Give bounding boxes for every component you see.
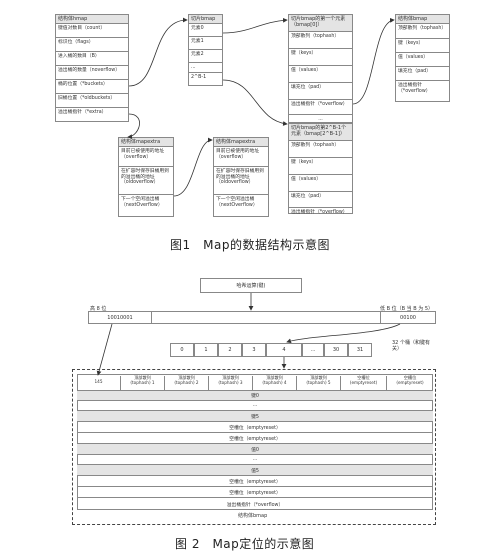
bucket-element: 元素0 (189, 24, 222, 37)
mapextra-title: 结构体mapextra (214, 138, 268, 147)
hmap-field: 溢出桶指针（*extra） (58, 110, 107, 115)
high-bits-label: 高 8 位 (90, 306, 107, 312)
bmap-column: 切片bmap的第一个元素（bmap[0]） 顶部散列（tophash） 键（ke… (288, 14, 353, 215)
arrow-overflow (352, 17, 395, 105)
mapextra-field: 在扩容时保存旧桶用到的溢出桶的地址（oldoverflow） (214, 167, 268, 195)
hmap-field: 桶的位置（*buckets） (56, 80, 128, 94)
bmap-first-title: 切片bmap的第一个元素（bmap[0]） (289, 15, 352, 32)
bmap-row: 值5 (77, 464, 433, 475)
bmap-row: 空槽位（emptyreset） (77, 486, 433, 497)
bucket-index: 1 (194, 343, 218, 357)
tophash-slot: 顶部散列 (tophash) 1 (121, 375, 165, 390)
hash-function-box: 哈希运算(键) (200, 278, 302, 293)
mapextra-field: 目前已被使用的地址（overflow） (214, 147, 268, 167)
located-bmap-footer: 结构体bmap (238, 513, 268, 519)
arrow-element0 (222, 17, 288, 34)
bmap-row: 键5 (77, 410, 433, 421)
bucket-index: 0 (170, 343, 194, 357)
bmap-row: ... (77, 454, 433, 464)
low-bits-value: 00100 (380, 311, 436, 324)
mapextra-field: 下一个空闲溢出桶（nextOverflow） (121, 197, 163, 208)
bmap-field: 顶部散列（tophash） (289, 32, 352, 49)
hmap-field: 标识位（flags） (56, 38, 128, 52)
mapextra-field: 下一个空闲溢出桶（nextOverflow） (216, 197, 258, 208)
arrow-low-bits (286, 323, 401, 344)
hmap-field: 进入桶的数目（B） (56, 52, 128, 66)
mapextra-struct-1: 结构体mapextra 目前已被使用的地址（overflow） 在扩容时保存旧桶… (118, 137, 174, 217)
bmap-field: 顶部散列（tophash） (289, 141, 352, 158)
hmap-field: 旧桶位置（*oldbuckets） (56, 94, 128, 108)
arrow-high-bits (96, 323, 113, 376)
arrow-extra (127, 113, 140, 140)
hash-function-label: 哈希运算(键) (236, 283, 266, 289)
bmap-field: 溢出桶指针（*overflow） (291, 210, 348, 215)
buckets-title: 切片bmap (189, 15, 222, 24)
bmap-row: 键0 (77, 390, 433, 400)
bmap-field: 键（keys） (289, 158, 352, 175)
hmap-title: 结构体hmap (56, 15, 128, 24)
tophash-slot: 顶部散列 (tophash) 3 (209, 375, 253, 390)
bmap-row: 空槽位（emptyreset） (77, 432, 433, 443)
bucket-element: 元素2 (189, 50, 222, 63)
tophash-slot: 顶部散列 (tophash) 5 (297, 375, 341, 390)
bmap-row: 值0 (77, 443, 433, 454)
bucket-index: 3 (242, 343, 266, 357)
tophash-slot: 145 (77, 376, 121, 390)
bucket-index: 2 (218, 343, 242, 357)
bucket-index: 4 (266, 343, 302, 357)
mapextra-field: 目前已被使用的地址（overflow） (119, 147, 173, 167)
bmap-ellipsis: ... (289, 115, 352, 123)
bmap-row: ... (77, 400, 433, 410)
tophash-slot: 空槽位 (emptyreset) (396, 375, 424, 385)
bmap-row: 空槽位（emptyreset） (77, 421, 433, 432)
hmap-field: 溢出桶的数量（noverflow） (56, 66, 128, 80)
bmap-field: 填充位（pad） (289, 83, 352, 100)
bmap-row: 空槽位（emptyreset） (77, 475, 433, 486)
mapextra-title: 结构体mapextra (119, 138, 173, 147)
arrow-mapextra (173, 137, 213, 197)
bmap-field: 填充位（pad） (396, 67, 449, 81)
bucket-index: ... (302, 343, 324, 357)
low-bits-label: 低 B 位（B 当 B 为 5） (380, 306, 434, 312)
bmap-field: 值（values） (289, 175, 352, 192)
bmap-field: 值（values） (289, 66, 352, 83)
bucket-index: 31 (348, 343, 372, 357)
bmap-field: 填充位（pad） (289, 192, 352, 208)
tophash-slot: 顶部散列 (tophash) 2 (165, 375, 209, 390)
tophash-slot: 空槽位 (emptyreset) (341, 375, 387, 390)
bmap-field: 键（keys） (396, 39, 449, 53)
bucket-index: 30 (324, 343, 348, 357)
bmap-field: 溢出桶指针（*overflow） (289, 100, 352, 115)
bmap-field: 键（keys） (289, 49, 352, 66)
hmap-struct: 结构体hmap 键值对数目（count） 标识位（flags） 进入桶的数目（B… (55, 14, 129, 122)
figure-2-caption: 图 2 Map定位的示意图 (175, 537, 315, 551)
bmap-last-title: 切片bmap的第2^B-1个元素（bmap[2^B-1]） (289, 123, 352, 141)
hmap-field: 键值对数目（count） (56, 24, 128, 38)
overflow-bmap-struct: 结构体bmap 顶部散列（tophash） 键（keys） 值（values） … (395, 14, 450, 102)
bmap-field: 顶部散列（tophash） (396, 24, 449, 39)
arrow-buckets (128, 17, 188, 87)
tophash-slot: 顶部散列 (tophash) 4 (253, 375, 297, 390)
bucket-count-note: 32 个桶（和键有关） (392, 340, 430, 352)
bucket-element: ... (189, 63, 222, 73)
mapextra-field: 在扩容时保存旧桶用到的溢出桶的地址（oldoverflow） (119, 167, 173, 195)
figure-1-caption: 图1 Map的数据结构示意图 (170, 238, 330, 252)
buckets-slice: 切片bmap 元素0 元素1 元素2 ... 2^B-1 (188, 14, 223, 86)
mapextra-struct-2: 结构体mapextra 目前已被使用的地址（overflow） 在扩容时保存旧桶… (213, 137, 269, 217)
bucket-element: 元素1 (189, 37, 222, 50)
arrow-element-last (222, 79, 288, 126)
bucket-element: 2^B-1 (191, 75, 207, 80)
bmap-field: 溢出桶指针（*overflow） (398, 83, 431, 94)
bmap-field: 值（values） (396, 53, 449, 67)
bmap-row: 溢出桶指针（*overflow） (77, 497, 433, 510)
located-bmap-struct (72, 369, 436, 525)
overflow-bmap-title: 结构体bmap (396, 15, 449, 24)
high-bits-value: 10010001 (88, 311, 152, 324)
